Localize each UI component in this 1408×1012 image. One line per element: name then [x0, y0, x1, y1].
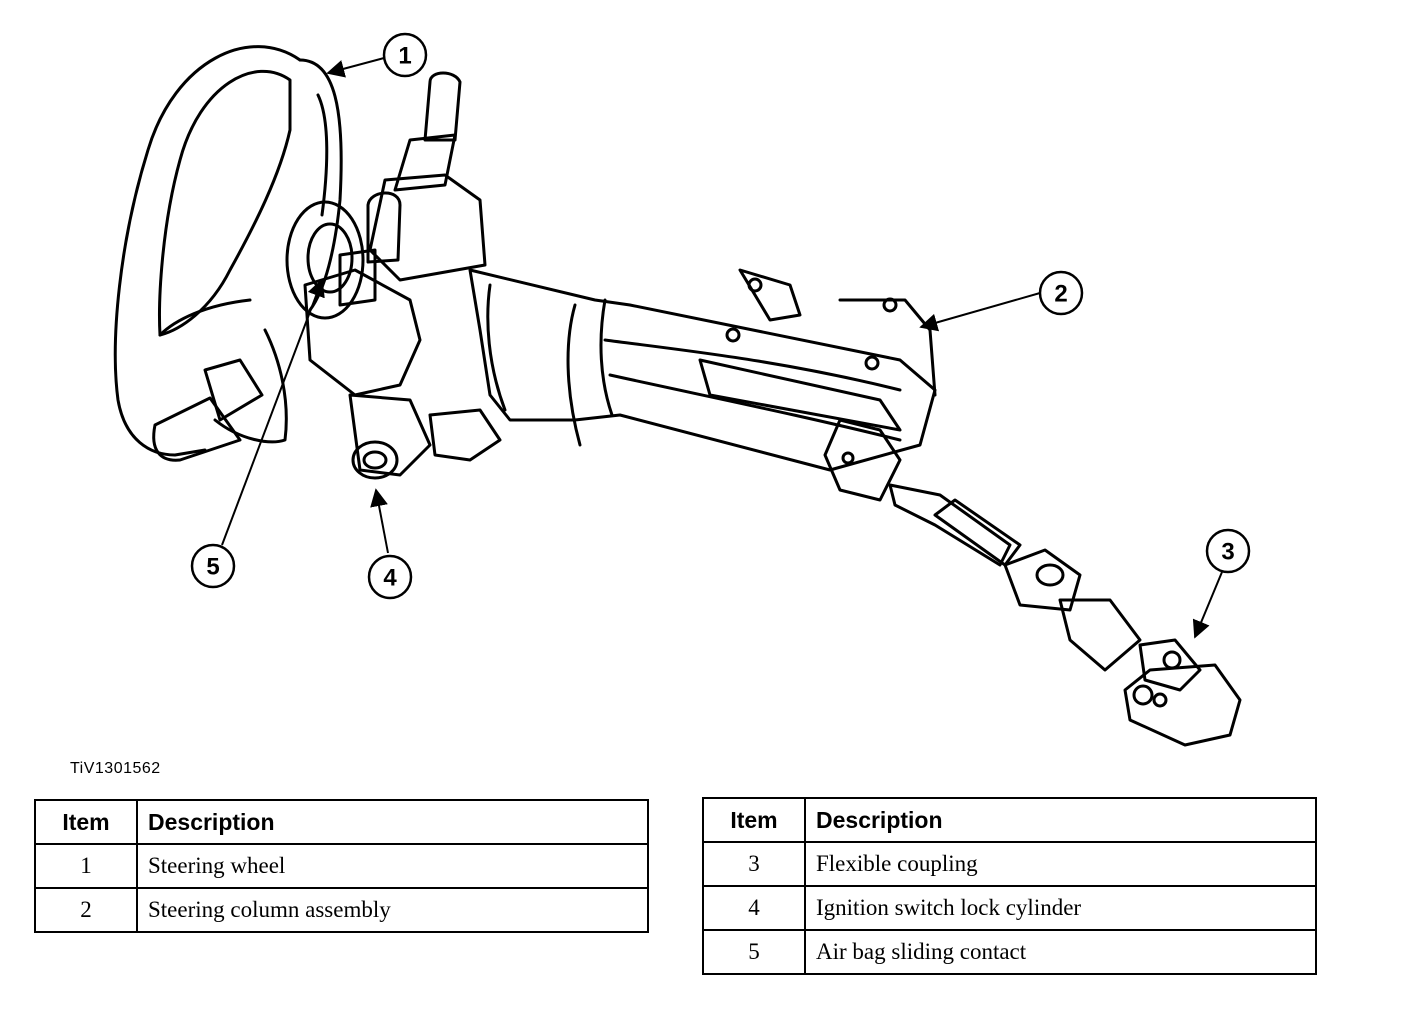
steering-column-illustration: 1 2 3 4 5: [113, 32, 1251, 747]
callout-4-leader: [370, 488, 389, 554]
callout-5-leader: [221, 278, 325, 546]
item-description: Ignition switch lock cylinder: [804, 885, 1317, 931]
table-header-row: Item Description: [702, 797, 1317, 843]
legend-table-right: Item Description 3 Flexible coupling 4 I…: [702, 797, 1317, 975]
callout-5-circle: [190, 543, 236, 589]
item-description: Flexible coupling: [804, 841, 1317, 887]
header-description: Description: [804, 797, 1317, 843]
header-item: Item: [702, 797, 806, 843]
table-row: 3 Flexible coupling: [702, 841, 1317, 887]
header-item: Item: [34, 799, 138, 845]
item-description: Air bag sliding contact: [804, 929, 1317, 975]
intermediate-shaft: [888, 483, 1142, 672]
table-row: 1 Steering wheel: [34, 843, 649, 889]
table-row: 2 Steering column assembly: [34, 887, 649, 933]
header-description: Description: [136, 799, 649, 845]
steering-wheel: [113, 45, 365, 462]
table-header-row: Item Description: [34, 799, 649, 845]
callout-1-circle: [382, 32, 428, 78]
callout-3-number: 3: [1221, 539, 1234, 566]
table-row: 5 Air bag sliding contact: [702, 929, 1317, 975]
legend-table-left: Item Description 1 Steering wheel 2 Stee…: [34, 799, 649, 933]
item-number: 2: [34, 887, 138, 933]
flexible-coupling: [1123, 638, 1242, 747]
callout-5-number: 5: [206, 554, 219, 581]
callout-4-circle: [367, 554, 413, 600]
table-row: 4 Ignition switch lock cylinder: [702, 885, 1317, 931]
item-number: 3: [702, 841, 806, 887]
figure-id: TiV1301562: [70, 760, 161, 777]
item-number: 1: [34, 843, 138, 889]
item-number: 4: [702, 885, 806, 931]
upper-column: [303, 71, 502, 480]
callout-2-number: 2: [1054, 281, 1067, 308]
callout-1-leader: [326, 57, 385, 78]
callout-1-number: 1: [398, 43, 411, 70]
steering-column-assembly: [468, 268, 937, 502]
callout-2-leader: [919, 292, 1041, 332]
item-description: Steering column assembly: [136, 887, 649, 933]
callout-3-circle: [1205, 528, 1251, 574]
item-description: Steering wheel: [136, 843, 649, 889]
callout-3-leader: [1192, 571, 1223, 639]
callout-4-number: 4: [383, 565, 397, 592]
item-number: 5: [702, 929, 806, 975]
callout-2-circle: [1038, 270, 1084, 316]
